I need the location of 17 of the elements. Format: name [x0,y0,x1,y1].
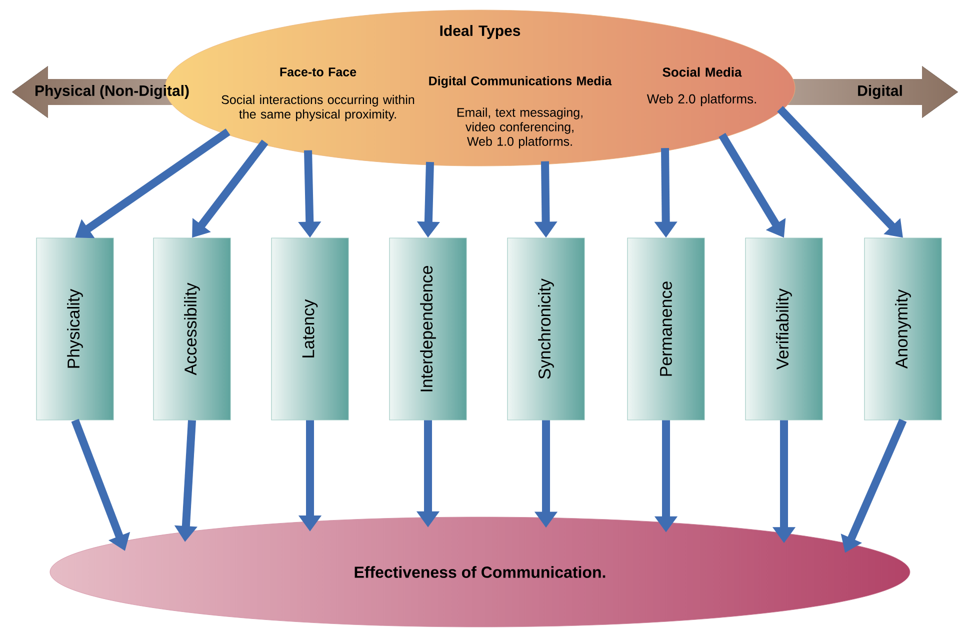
column-description: Social interactions occurring within the same physical proximity. [222,94,414,122]
column-heading: Digital Communications Media [429,76,612,88]
title-text: Ideal Types [440,25,520,39]
attribute-box: Verifiability [745,238,823,420]
column-heading: Face-to Face [280,68,356,76]
column-description: Web 2.0 platforms. [646,94,756,106]
attribute-box: Synchronicity [507,238,585,420]
column-heading: Social Media [662,67,742,77]
attribute-box: Interdependence [389,238,467,420]
attribute-box: Accessibility [153,238,231,420]
direction-label: Digital [858,84,902,100]
direction-label: Physical (Non-Digital) [36,84,189,100]
attribute-box: Latency [271,238,349,420]
attribute-box: Permanence [627,238,705,420]
column-description: Email, text messaging, video conferencing, Web 1.0 platforms. [457,108,582,148]
attribute-box: Physicality [36,238,114,420]
attribute-box: Anonymity [864,238,942,420]
